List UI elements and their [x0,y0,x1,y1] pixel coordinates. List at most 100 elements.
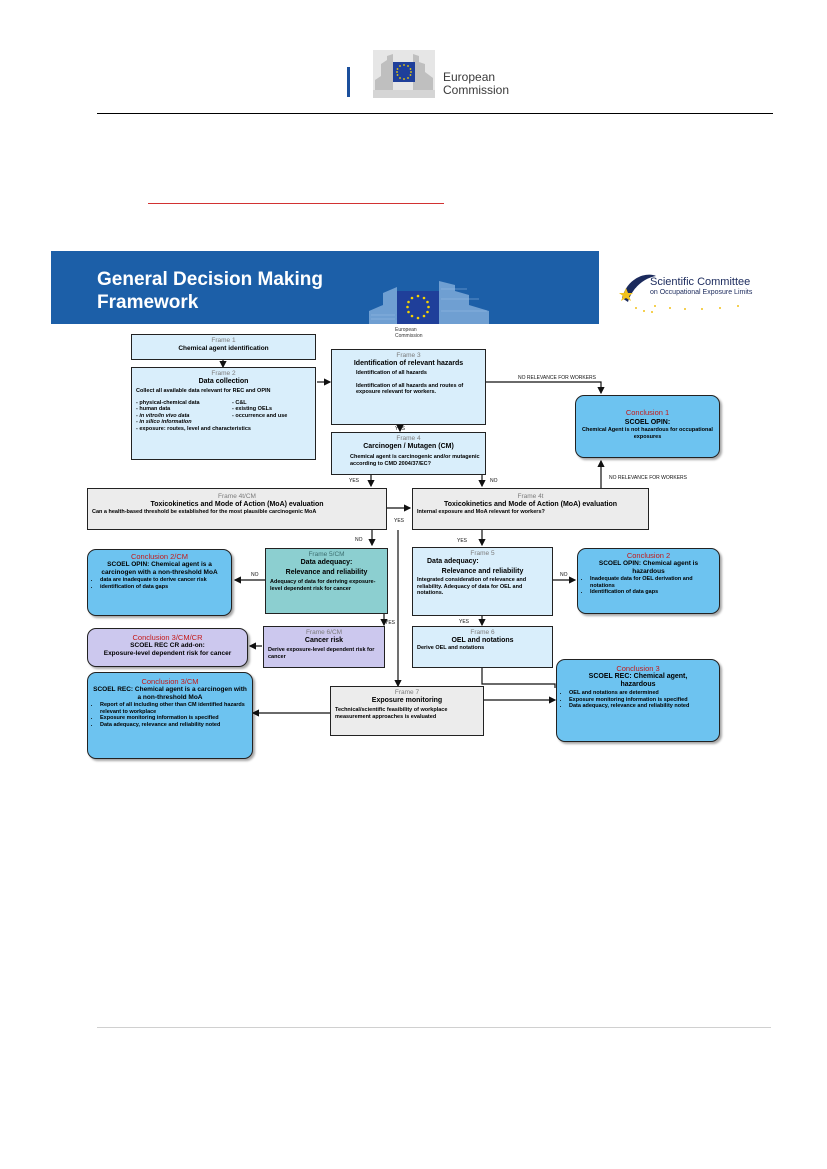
red-underline [148,203,444,204]
frame-5-cm-title: Frame 5/CM [308,551,345,558]
label-yes: YES [457,538,468,544]
conclusion-3-title: Conclusion 3 [616,664,660,673]
label-no: NO [490,478,498,484]
conclusion-3-cm-cr-title: Conclusion 3/CM/CR [132,633,203,642]
label-no: NO [355,537,363,543]
conclusion-3-cm-list: Report of all including other than CM id… [100,702,248,728]
label-yes: YES [394,518,405,524]
conclusion-2-cm-list: data are inadequate to derive cancer ris… [100,577,227,590]
conclusion-3-item: OEL and notations are determined [569,690,715,697]
frame-3-text-2: Identification of all hazards and routes… [356,382,464,396]
frame-3-title: Frame 3 [396,352,421,359]
conclusion-3-cm-cr-text: Exposure-level dependent risk for cancer [103,650,232,657]
conclusion-3-cm-cr-box: Conclusion 3/CM/CR SCOEL REC CR add-on: … [87,628,248,667]
frame-6-cm-heading: Cancer risk [304,637,344,644]
conclusion-2-cm-title: Conclusion 2/CM [130,552,189,561]
frame-2-subtitle: Collect all available data relevant for … [136,388,271,394]
frame-1-box: Frame 1 Chemical agent identification [131,334,316,360]
frame-4-text: Chemical agent is carcinogenic and/or mu… [350,454,480,467]
frame-2-right-item: - existing OELs [232,406,273,412]
conclusion-3-cm-cr-heading: SCOEL REC CR add-on: [130,642,205,649]
frame-1-title: Frame 1 [211,337,236,344]
conclusion-1-box: Conclusion 1 SCOEL OPIN: Chemical Agent … [575,395,720,458]
conclusion-2-title: Conclusion 2 [626,551,671,560]
frame-5-heading-1: Data adequacy: [427,558,479,565]
conclusion-1-text: Chemical Agent is not hazardous for occu… [582,427,713,440]
banner-building-graphic [369,281,489,324]
conclusion-3-list: OEL and notations are determined Exposur… [569,690,715,710]
frame-4t-cm-text: Can a health-based threshold be establis… [92,509,317,515]
conclusion-3-box: Conclusion 3 SCOEL REC: Chemical agent, … [556,659,720,742]
conclusion-3-cm-item: Data adequacy, relevance and reliability… [100,722,248,729]
frame-5-cm-heading-1: Data adequacy: [300,559,353,566]
frame-4t-cm-box: Frame 4t/CM Toxicokinetics and Mode of A… [87,488,387,530]
label-yes: YES [459,619,470,625]
frame-2-title: Frame 2 [211,370,236,377]
conclusion-3-cm-heading: SCOEL REC: Chemical agent is a carcinoge… [93,686,247,701]
frame-6-heading: OEL and notations [451,637,514,644]
frame-4t-box: Frame 4t Toxicokinetics and Mode of Acti… [412,488,649,530]
committee-name: Scientific Committee [650,276,751,288]
frame-6-box: Frame 6 OEL and notations Derive OEL and… [412,626,553,668]
frame-5-cm-heading-2: Relevance and reliability [285,569,368,576]
conclusion-3-item: Data adequacy, relevance and reliability… [569,703,715,710]
frame-5-box: Frame 5 Data adequacy: Relevance and rel… [412,547,553,616]
label-no: NO [560,572,568,578]
conclusion-2-cm-box: Conclusion 2/CM SCOEL OPIN: Chemical age… [87,549,232,616]
frame-4t-text: Internal exposure and MoA relevant for w… [417,509,545,515]
conclusion-2-cm-item: data are inadequate to derive cancer ris… [100,577,227,584]
frame-2-heading: Data collection [198,378,249,385]
committee-stars-decoration [654,305,739,310]
label-yes: YES [385,620,396,626]
header-org-line1: European [443,70,496,84]
banner-title: General Decision Making Framework [97,268,323,314]
label-no: NO [251,572,259,578]
conclusion-2-item: Inadequate data for OEL derivation and n… [590,576,715,589]
frame-5-cm-box: Frame 5/CM Data adequacy: Relevance and … [265,548,388,614]
conclusion-3-cm-title: Conclusion 3/CM [141,677,199,686]
frame-5-title: Frame 5 [470,550,495,557]
frame-7-heading: Exposure monitoring [371,697,443,704]
frame-7-text: Technical/scientific feasibility of work… [335,707,448,720]
frame-3-text-1: Identification of all hazards [356,370,427,376]
label-no-relevance: NO RELEVANCE FOR WORKERS [609,475,687,481]
footer-divider [97,1027,771,1028]
frame-2-left-list: - physical-chemical data - human data - … [136,400,232,426]
frame-3-box: Frame 3 Identification of relevant hazar… [331,349,486,425]
frame-4-title: Frame 4 [396,435,421,442]
frame-2-left-item: - in silico information [136,419,192,425]
frame-4-heading: Carcinogen / Mutagen (CM) [363,443,454,450]
banner-title-line2: Framework [97,292,199,313]
conclusion-3-item: Exposure monitoring information is speci… [569,697,715,704]
frame-2-left-item: - human data [136,406,171,412]
frame-4t-cm-title: Frame 4t/CM [218,493,256,500]
conclusion-2-box: Conclusion 2 SCOEL OPIN: Chemical agent … [577,548,720,614]
label-yes: YES [395,426,406,432]
conclusion-2-list: Inadequate data for OEL derivation and n… [590,576,715,596]
banner-ec-label: European Commission [395,327,423,339]
frame-7-title: Frame 7 [394,689,420,696]
label-no-relevance: NO RELEVANCE FOR WORKERS [518,375,596,381]
banner-title-line1: General Decision Making [97,269,323,290]
frame-1-text: Chemical agent identification [178,345,269,352]
frame-2-left-item: - exposure: routes, level and characteri… [136,425,251,432]
frame-6-cm-text: Derive exposure-level dependent risk for… [268,647,375,660]
scoel-logo-icon [619,274,656,313]
frame-6-cm-box: Frame 6/CM Cancer risk Derive exposure-l… [263,626,385,668]
conclusion-1-title: Conclusion 1 [625,408,670,417]
frame-4t-cm-heading: Toxicokinetics and Mode of Action (MoA) … [150,501,324,508]
frame-4t-heading: Toxicokinetics and Mode of Action (MoA) … [443,501,618,508]
conclusion-3-heading: SCOEL REC: Chemical agent, hazardous [588,673,688,688]
conclusion-1-heading: SCOEL OPIN: [624,419,671,426]
banner-ec-line2: Commission [395,333,423,339]
frame-2-left-item: - in vitro/in vivo data [136,412,190,419]
frame-2-right-item: - occurrence and use [232,412,288,419]
banner-ec-line1: European [395,327,417,333]
frame-7-box: Frame 7 Exposure monitoring Technical/sc… [330,686,484,736]
frame-3-heading: Identification of relevant hazards [353,360,464,367]
frame-6-title: Frame 6 [470,629,495,636]
conclusion-3-cm-item: Exposure monitoring information is speci… [100,715,248,722]
conclusion-2-cm-item: identification of data gaps [100,584,227,591]
header-org-line2: Commission [443,83,510,97]
